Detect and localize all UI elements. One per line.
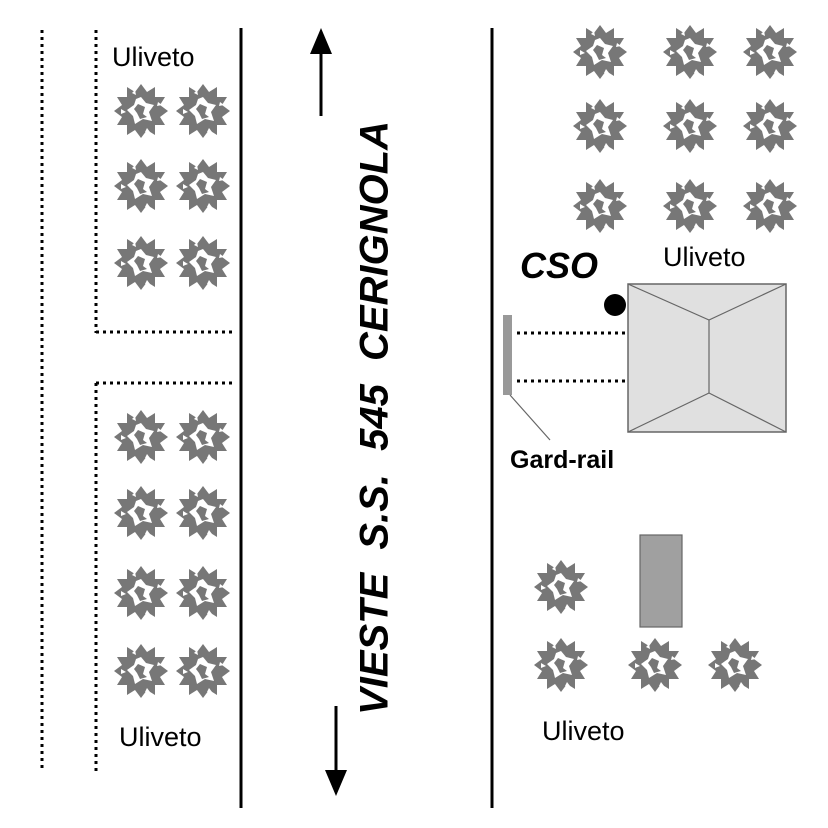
uliveto-label-right-top: Uliveto (663, 242, 746, 272)
road-name-label: VIESTE S.S. 545 CERIGNOLA (352, 121, 397, 715)
guardrail-bar (503, 315, 512, 395)
olive-tree-icon (628, 638, 682, 692)
olive-tree-icon (663, 179, 717, 233)
olive-grove-left-lower (114, 410, 230, 698)
olive-tree-icon (663, 25, 717, 79)
olive-tree-icon (176, 486, 230, 540)
olive-tree-icon (176, 644, 230, 698)
olive-tree-icon (743, 179, 797, 233)
olive-tree-icon (114, 410, 168, 464)
olive-tree-icon (663, 99, 717, 153)
olive-tree-icon (176, 410, 230, 464)
olive-tree-icon (114, 566, 168, 620)
olive-tree-icon (114, 644, 168, 698)
cso-station-dot (604, 294, 626, 316)
building (627, 283, 787, 433)
uliveto-label-top-left: Uliveto (112, 42, 195, 72)
guardrail-label: Gard-rail (510, 446, 615, 474)
olive-tree-icon (114, 236, 168, 290)
olive-tree-icon (573, 179, 627, 233)
arrow-down-icon (325, 706, 347, 796)
arrow-up-icon (310, 28, 332, 116)
olive-tree-icon (573, 25, 627, 79)
olive-tree-icon (114, 159, 168, 213)
uliveto-label-bottom-left: Uliveto (119, 722, 202, 752)
guardrail-leader (509, 394, 551, 441)
shed (639, 534, 683, 628)
olive-tree-icon (176, 236, 230, 290)
olive-tree-icon (114, 486, 168, 540)
olive-tree-icon (534, 638, 588, 692)
olive-tree-icon (743, 99, 797, 153)
olive-grove-left-upper (114, 84, 230, 290)
olive-tree-icon (176, 566, 230, 620)
uliveto-label-right-bottom: Uliveto (542, 716, 625, 746)
olive-tree-icon (176, 84, 230, 138)
olive-tree-icon (176, 159, 230, 213)
olive-tree-icon (534, 560, 588, 614)
olive-grove-right-upper (573, 25, 797, 233)
olive-tree-icon (573, 99, 627, 153)
olive-tree-icon (743, 25, 797, 79)
cso-label: CSO (520, 245, 599, 286)
olive-tree-icon (708, 638, 762, 692)
olive-tree-icon (114, 84, 168, 138)
